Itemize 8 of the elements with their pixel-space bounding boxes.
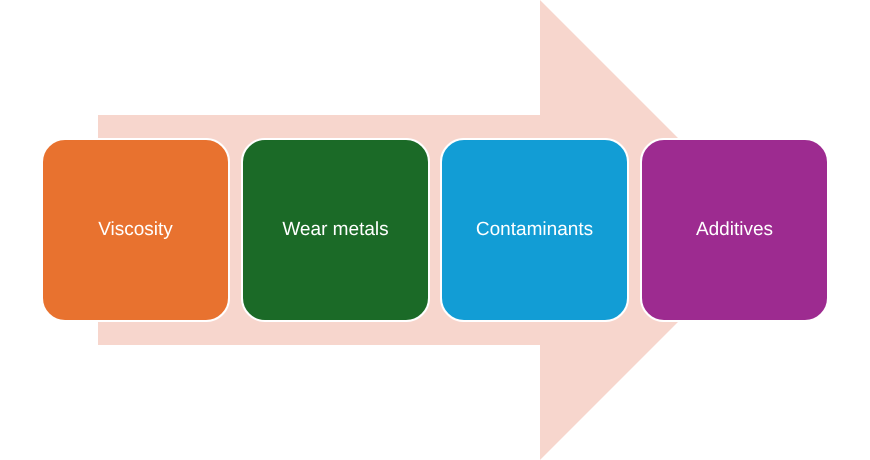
box-label: Additives [696, 218, 774, 242]
box-label: Wear metals [282, 218, 389, 242]
process-box [41, 138, 230, 322]
process-box [640, 138, 829, 322]
process-box [241, 138, 430, 322]
process-box [440, 138, 629, 322]
box-label: Viscosity [98, 218, 173, 242]
box-label: Contaminants [476, 218, 594, 242]
